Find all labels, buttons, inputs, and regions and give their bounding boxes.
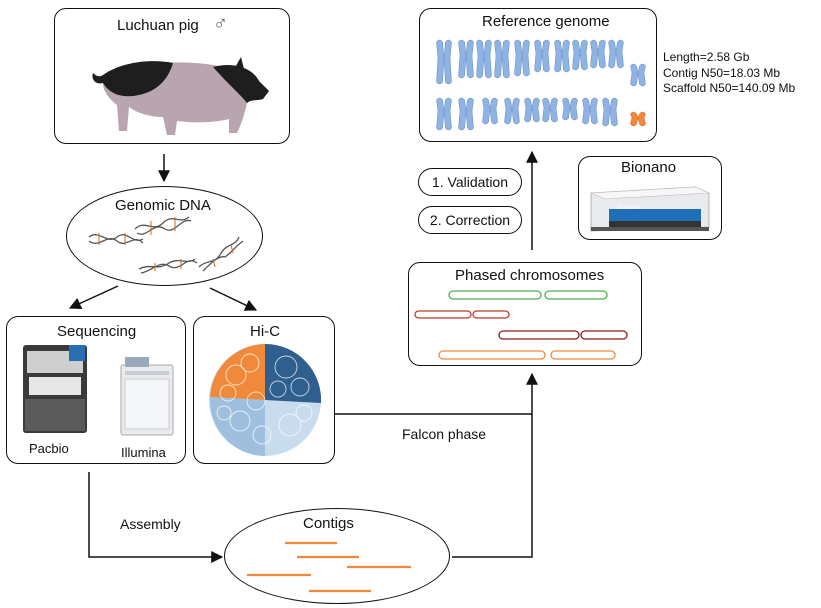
chromosome-17 xyxy=(562,97,578,121)
stat-scaffold-n50: Scaffold N50=140.09 Mb xyxy=(663,81,796,95)
correction-pill: 2. Correction xyxy=(418,206,522,234)
chromatin-ball-icon xyxy=(209,343,322,456)
chromosome-13 xyxy=(482,97,498,125)
bionano-box: Bionano Bionano xyxy=(578,156,722,240)
genomic-dna-title: Genomic DNA xyxy=(115,197,211,214)
chromosome-12 xyxy=(458,97,474,131)
reference-genome-box: Reference genome xyxy=(419,8,657,142)
genomic-dna-ellipse: Genomic DNA xyxy=(66,186,263,286)
chromosome-9 xyxy=(590,39,606,69)
chromosome-6 xyxy=(534,39,550,73)
arrow-contigs-to-phased xyxy=(452,372,538,558)
chromosome-18 xyxy=(582,97,598,125)
sequencing-box: Sequencing Pacbio Illumina xyxy=(6,316,186,464)
reference-genome-title: Reference genome xyxy=(482,13,610,30)
assembly-label: Assembly xyxy=(120,516,181,532)
chromosome-5 xyxy=(514,39,530,77)
pig-box-title: Luchuan pig xyxy=(117,17,199,34)
bionano-instrument-icon xyxy=(590,186,710,232)
contigs-title: Contigs xyxy=(303,515,354,532)
stat-contig-n50: Contig N50=18.03 Mb xyxy=(663,65,781,80)
chromosome-14 xyxy=(504,97,520,125)
phased-chromosomes-box: Phased chromosomes xyxy=(408,262,642,366)
chromosome-7 xyxy=(554,39,570,73)
arrow-dna-to-sequencing xyxy=(68,285,119,309)
chromosome-16 xyxy=(542,97,558,123)
pig-silhouette-icon xyxy=(92,57,270,136)
bionano-device-brand: Bionano xyxy=(617,205,640,211)
contigs-ellipse: Contigs xyxy=(224,508,450,604)
contig-lines xyxy=(247,541,411,593)
bionano-title: Bionano xyxy=(621,159,677,176)
reference-stats: Length=2.58 Gb Contig N50=18.03 Mb Scaff… xyxy=(663,50,795,97)
illumina-label: Illumina xyxy=(121,445,166,460)
arrow-assembly xyxy=(88,472,224,563)
chromosome-8 xyxy=(572,39,588,71)
chromosome-15 xyxy=(524,97,540,123)
pacbio-label: Pacbio xyxy=(29,441,69,456)
hic-title: Hi-C xyxy=(250,323,280,340)
hic-box: Hi-C xyxy=(193,316,335,464)
illumina-sequencer-icon xyxy=(120,357,174,436)
chromosome-19 xyxy=(602,97,618,127)
validation-pill: 1. Validation xyxy=(418,168,522,196)
phased-chromosome-bars xyxy=(414,290,628,360)
chromosome-3 xyxy=(476,39,492,79)
chromosome-11 xyxy=(436,97,452,131)
validation-label: 1. Validation xyxy=(431,174,508,190)
pacbio-sequencer-icon xyxy=(23,345,87,433)
karyotype-icon xyxy=(436,39,646,131)
chromosome-4 xyxy=(494,39,510,79)
sequencing-title: Sequencing xyxy=(57,323,137,340)
arrow-dna-to-hic xyxy=(209,287,258,311)
male-symbol: ♂ xyxy=(213,13,228,35)
chromosome-1 xyxy=(436,39,452,85)
falcon-phase-label: Falcon phase xyxy=(402,426,487,442)
pig-box: Luchuan pig ♂ xyxy=(54,8,290,144)
chromosome-y xyxy=(630,111,646,127)
stat-length: Length=2.58 Gb xyxy=(663,50,750,64)
chromosome-2 xyxy=(458,39,474,79)
dna-helix-icon xyxy=(88,216,244,274)
chromosome-10 xyxy=(608,39,624,69)
phased-chromosomes-title: Phased chromosomes xyxy=(455,267,605,284)
correction-label: 2. Correction xyxy=(429,212,511,228)
chromosome-x xyxy=(630,63,646,87)
